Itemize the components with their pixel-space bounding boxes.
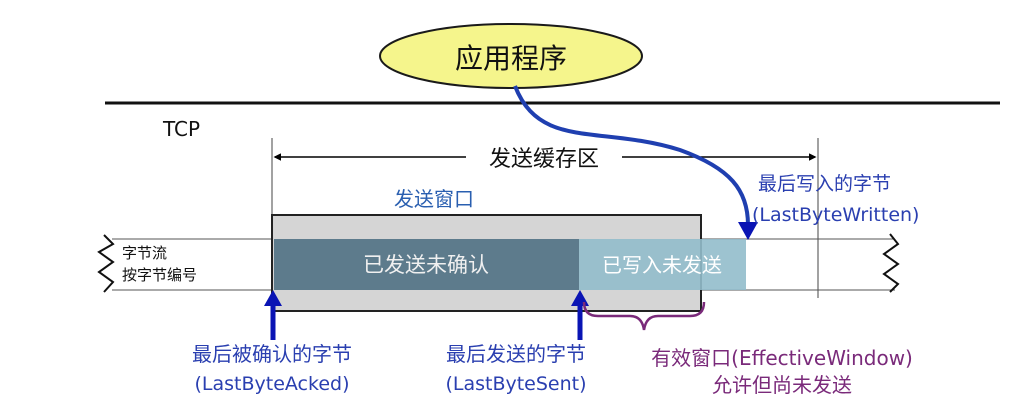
sent-unacked-segment: [274, 239, 579, 290]
last-byte-written-line1: 最后写入的字节: [758, 173, 891, 195]
effective-window-line2: 允许但尚未发送: [712, 373, 852, 397]
sent-unacked-label: 已发送未确认: [363, 253, 489, 277]
stream-left-break: [97, 234, 115, 293]
buffer-label: 发送缓存区: [489, 147, 599, 172]
last-byte-sent-line1: 最后发送的字节: [446, 342, 586, 366]
written-unsent-label: 已写入未发送: [602, 253, 722, 277]
application-ellipse: [379, 23, 643, 89]
effective-window-line1: 有效窗口(EffectiveWindow): [651, 346, 913, 370]
byte-stream-label-2: 按字节编号: [122, 266, 197, 284]
send-window-label: 发送窗口: [394, 187, 474, 211]
last-byte-sent-line2: (LastByteSent): [445, 373, 586, 395]
application-label: 应用程序: [455, 42, 567, 75]
last-byte-acked-line1: 最后被确认的字节: [192, 342, 352, 366]
application-to-buffer-curve: [513, 85, 750, 226]
byte-stream-label-1: 字节流: [122, 244, 167, 262]
stream-right-break: [882, 233, 900, 293]
last-byte-acked-line2: (LastByteAcked): [194, 373, 349, 395]
curve-arrowhead: [738, 222, 758, 240]
last-byte-written-line2: (LastByteWritten): [752, 204, 919, 226]
last-byte-acked-arrowhead: [264, 290, 282, 306]
tcp-label: TCP: [162, 117, 200, 141]
written-unsent-segment: [579, 239, 746, 290]
effective-window-brace: [582, 301, 706, 331]
